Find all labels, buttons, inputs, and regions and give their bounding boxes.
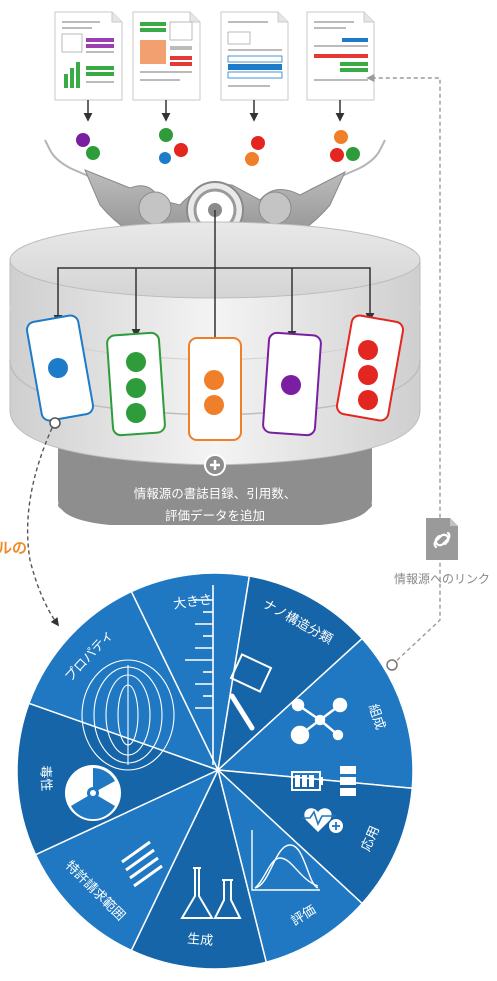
wheel-segment	[27, 590, 220, 772]
wheel-segment	[216, 575, 364, 773]
distribution-arrows	[53, 210, 375, 350]
numbered-list-icon	[121, 840, 163, 888]
wheel-segment	[215, 769, 414, 905]
magnetic-field-icon	[81, 659, 175, 771]
document-4	[306, 11, 375, 101]
notebook-icon	[229, 653, 273, 731]
wheel-segment-label: 生成	[187, 932, 214, 949]
wheel-segment-label: 毒性	[37, 765, 53, 792]
database-add-label-line1: 情報源の書誌目録、引用数、	[134, 486, 297, 501]
wheel-link-node	[386, 659, 398, 671]
category-card-orange	[188, 337, 242, 441]
category-card-red	[335, 314, 405, 422]
wheel-segment-label: 大きさ	[172, 592, 213, 612]
molecule-icon	[290, 697, 348, 745]
funnel-lines	[44, 139, 386, 191]
category-card-purple	[262, 331, 322, 437]
wheel-segment	[16, 702, 220, 856]
ruler-icon	[185, 585, 214, 765]
link-document-icon	[426, 518, 458, 560]
doc-arrows	[83, 100, 345, 122]
applications-icon	[291, 766, 356, 833]
extracted-dots	[76, 128, 360, 166]
distribution-curve-icon	[251, 830, 320, 891]
wheel-segment	[216, 637, 414, 790]
connector-node	[49, 417, 61, 429]
category-card-blue	[25, 314, 95, 422]
wheel-segment	[130, 572, 251, 773]
radiation-icon	[65, 765, 121, 821]
flask-icon	[180, 867, 242, 919]
document-2	[132, 11, 201, 101]
database-add-label-line2: 評価データを追加	[165, 508, 265, 523]
wheel-icons	[65, 585, 356, 919]
source-link-connector	[366, 73, 441, 666]
side-label: ルの	[0, 539, 27, 557]
category-card-green	[106, 331, 166, 437]
card-to-wheel-connector	[26, 427, 59, 627]
document-1	[54, 11, 123, 101]
link-label: 情報源へのリンク	[394, 572, 490, 586]
document-3	[220, 11, 289, 101]
wheel-segment	[216, 767, 364, 964]
